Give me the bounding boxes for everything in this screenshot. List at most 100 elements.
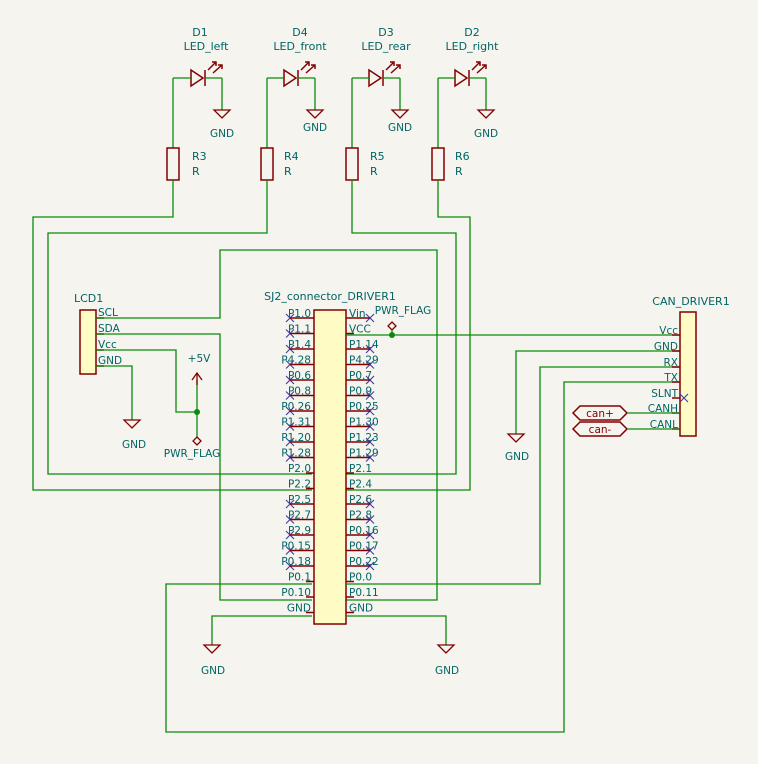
can-pin-label: Vcc — [659, 325, 678, 337]
tx-wire — [165, 381, 680, 733]
lcd1-wires — [96, 249, 438, 601]
lcd1-pin-vcc: Vcc — [98, 339, 117, 351]
driver-left-pin-label: P1.0 — [288, 308, 311, 320]
can-pin-label: SLNT — [651, 388, 678, 400]
driver-left-pin-label: P0.8 — [288, 386, 311, 398]
d4-ref: D4 — [292, 26, 307, 39]
driver-gnd-left-icon — [202, 644, 222, 654]
lcd1-gnd-icon — [122, 419, 142, 429]
can-gnd-wire — [515, 350, 680, 434]
driver-right-pin-label: P2.8 — [349, 510, 372, 522]
d2-value: LED_right — [446, 40, 500, 53]
driver-left-pin-label: P2.7 — [288, 510, 311, 522]
rx-wire — [346, 366, 680, 585]
r5-resistor — [345, 147, 359, 181]
d4-led-symbol — [283, 61, 316, 88]
lcd1-ref: LCD1 — [74, 292, 103, 305]
d3-value: LED_rear — [361, 40, 411, 53]
r4-value: R — [284, 165, 292, 178]
lcd1-connector: LCD1 SCL SDA Vcc GND — [74, 292, 122, 375]
driver-gnd-left-label: GND — [201, 665, 225, 677]
d3-ref: D3 — [378, 26, 393, 39]
driver-left-pin-label: P1.4 — [288, 339, 311, 351]
d4-gnd-icon — [305, 109, 325, 119]
lcd1-gnd-label: GND — [122, 439, 146, 451]
led-branch-d1: D1 LED_left GND R3 R — [166, 26, 234, 181]
r5-ref: R5 — [370, 150, 385, 163]
led-routing-wires — [32, 180, 471, 491]
can-minus-label-shape — [571, 421, 629, 437]
r5-value: R — [370, 165, 378, 178]
driver-left-pin-label: P2.0 — [288, 463, 311, 475]
driver-right-pin-label: GND — [349, 603, 373, 615]
can-pin-label: GND — [654, 341, 678, 353]
driver-left-pin-label: GND — [287, 603, 311, 615]
driver-right-pin-label: P0.7 — [349, 370, 372, 382]
driver-gnd-right-icon — [436, 644, 456, 654]
driver-right-pin-label: P0.0 — [349, 572, 372, 584]
led-branch-d2: D2 LED_right GND R6 R — [431, 26, 500, 181]
can-gnd-label: GND — [505, 451, 529, 463]
r3-value: R — [192, 165, 200, 178]
r4-resistor — [260, 147, 274, 181]
d1-ref: D1 — [192, 26, 207, 39]
driver-left-pin-label: P0.10 — [281, 587, 311, 599]
plus5v-label: +5V — [188, 353, 211, 365]
r6-value: R — [455, 165, 463, 178]
d1-gnd-label: GND — [210, 128, 234, 140]
driver-right-pin-label: P2.4 — [349, 479, 372, 491]
d1-led-symbol — [190, 61, 223, 88]
led-branch-d4: D4 LED_front GND R4 R — [260, 26, 327, 181]
d3-gnd-icon — [390, 109, 410, 119]
driver-left-pin-label: P2.9 — [288, 525, 311, 537]
r6-resistor — [431, 147, 445, 181]
driver-left-pin-label: P1.1 — [288, 324, 311, 336]
d2-gnd-icon — [476, 109, 496, 119]
d2-led-symbol — [454, 61, 487, 88]
driver-right-pin-label: P0.11 — [349, 587, 379, 599]
lcd1-pwr-flag-icon — [192, 436, 202, 446]
can-pin-label: CANH — [648, 403, 678, 415]
d3-gnd-label: GND — [388, 122, 412, 134]
can-ref: CAN_DRIVER1 — [652, 295, 729, 308]
d1-value: LED_left — [184, 40, 230, 53]
driver-right-pin-label: VCC — [349, 324, 371, 336]
driver-right-pin-label: P2.6 — [349, 494, 372, 506]
driver-ref: SJ2_connector_DRIVER1 — [264, 290, 396, 303]
driver-gnd-right-label: GND — [435, 665, 459, 677]
plus5v-icon — [191, 371, 203, 385]
can-pin-label: TX — [663, 372, 678, 384]
can-plus-label-shape — [571, 405, 629, 421]
driver-pwr-flag-icon — [387, 321, 397, 331]
driver-left-pin-label: P2.2 — [288, 479, 311, 491]
driver-pins: P1.0P1.1P1.4P4.28P0.6P0.8P0.26P1.31P1.20… — [281, 308, 379, 615]
d1-gnd-icon — [212, 109, 232, 119]
can-minus-label: can- — [589, 424, 612, 436]
can-body — [679, 311, 697, 437]
driver-right-pin-label: Vin — [349, 308, 366, 320]
lcd1-pwr-flag-label: PWR_FLAG — [164, 448, 221, 460]
driver-left-pin-label: P0.1 — [288, 572, 311, 584]
can-plus-label: can+ — [586, 408, 614, 420]
r6-ref: R6 — [455, 150, 470, 163]
driver-right-pin-label: P2.1 — [349, 463, 372, 475]
driver-right-pin-label: P0.9 — [349, 386, 372, 398]
driver-pwr-flag-label: PWR_FLAG — [375, 305, 432, 317]
r3-ref: R3 — [192, 150, 207, 163]
d2-ref: D2 — [464, 26, 479, 39]
driver-left-pin-label: P0.6 — [288, 370, 311, 382]
lcd1-junction — [194, 409, 200, 415]
d2-gnd-label: GND — [474, 128, 498, 140]
driver-body — [313, 309, 347, 625]
lcd1-pin-sda: SDA — [98, 323, 121, 335]
d4-value: LED_front — [273, 40, 327, 53]
driver-left-pin-label: P2.5 — [288, 494, 311, 506]
d3-led-symbol — [368, 61, 401, 88]
r4-ref: R4 — [284, 150, 299, 163]
no-connect-icon — [679, 393, 689, 403]
can-pin-label: RX — [664, 357, 679, 369]
can-gnd-icon — [506, 433, 526, 443]
